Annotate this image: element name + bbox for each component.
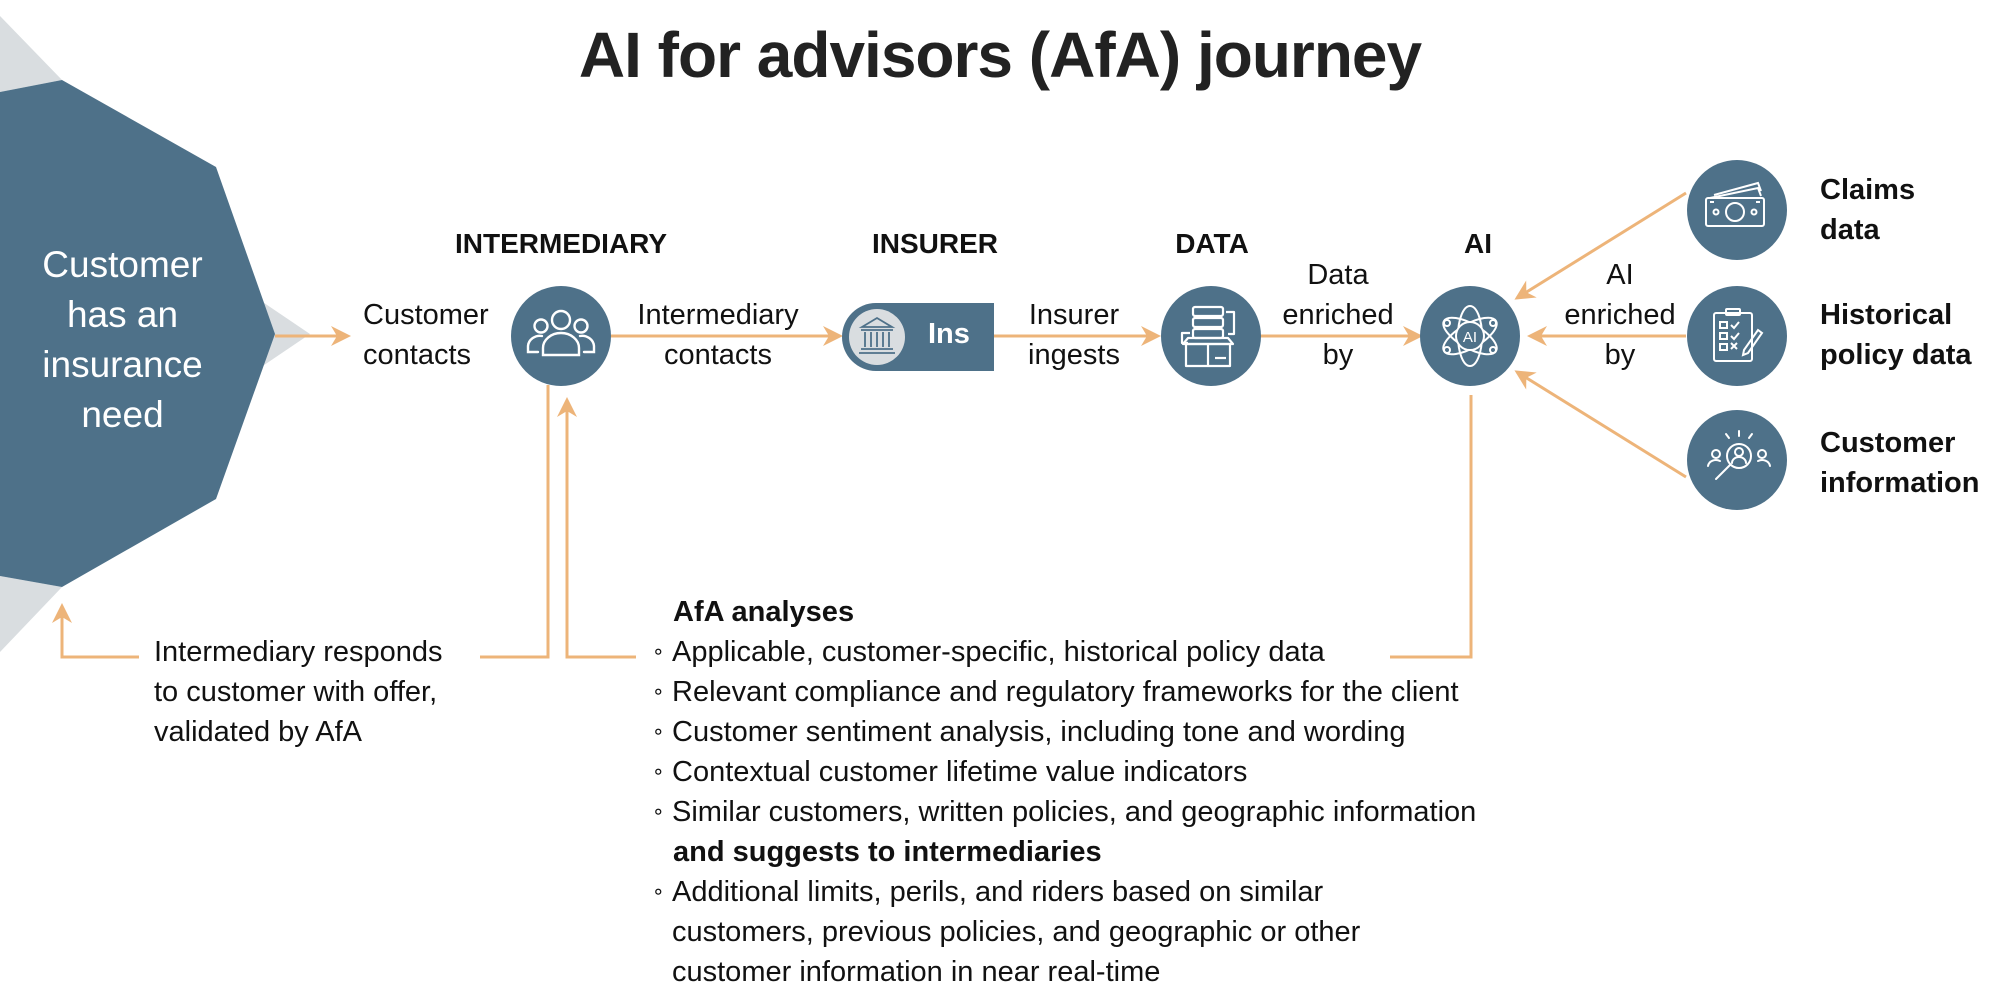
afa-block: AfA analyses ∘ Applicable, customer-speci…	[650, 592, 1476, 992]
source-label-line: Historical	[1820, 299, 1953, 331]
afa-analysis-text: Customer sentiment analysis, including t…	[672, 716, 1406, 748]
arrow-ai-to-afa	[1390, 395, 1473, 659]
afa-suggestion-continuation: customers, previous policies, and geogra…	[672, 916, 1361, 948]
bank-building-icon	[858, 316, 896, 354]
edge-label-line: contacts	[663, 339, 772, 371]
edge-label-line: ingests	[1028, 339, 1120, 371]
server-box-icon	[1180, 305, 1236, 368]
afa-analysis-item: ∘ Relevant compliance and regulatory fram…	[650, 672, 1476, 712]
ai-icon-text: AI	[1463, 329, 1477, 346]
arrow-intermediary-to-response	[480, 385, 550, 659]
page-title: AI for advisors (AfA) journey	[578, 19, 1422, 91]
arrow-custinfo-to-ai	[1514, 370, 1687, 479]
edge-label-line: contacts	[363, 339, 471, 371]
header-data: DATA	[1175, 228, 1249, 259]
insurer-badge-text: Ins	[928, 318, 970, 350]
edge-label-line: enriched	[1282, 299, 1394, 331]
bullet-icon: ∘	[652, 681, 665, 703]
edge-label-line: by	[1604, 339, 1636, 371]
response-line: Intermediary responds	[154, 636, 443, 668]
start-shape	[0, 80, 275, 587]
bullet-icon: ∘	[652, 881, 665, 903]
edge-label-data-enriched-by: Data enriched by	[1282, 255, 1393, 375]
start-shadow-bottom	[0, 576, 62, 652]
response-line: to customer with offer,	[154, 676, 438, 708]
start-shape-label: Customer has an insurance need	[20, 240, 225, 440]
bullet-icon: ∘	[652, 721, 665, 743]
start-line: has an	[66, 294, 179, 335]
arrow-claims-to-ai	[1514, 191, 1687, 300]
source-label-line: Customer	[1820, 427, 1956, 459]
edge-label-line: Data	[1307, 259, 1369, 291]
edge-label-line: by	[1322, 339, 1354, 371]
edge-label-line: enriched	[1564, 299, 1676, 331]
source-label-line: data	[1820, 214, 1880, 246]
claims-node	[1687, 160, 1787, 260]
bullet-icon: ∘	[652, 801, 665, 823]
intermediary-node	[511, 286, 611, 386]
start-shadow-top	[0, 16, 62, 92]
people-group-icon	[526, 309, 596, 357]
arrow-response-to-customer	[52, 603, 139, 659]
response-text: Intermediary responds to customer with o…	[154, 632, 443, 752]
clipboard-checklist-icon	[1713, 308, 1764, 362]
bullet-icon: ∘	[652, 641, 665, 663]
ai-atom-icon	[1442, 305, 1498, 367]
afa-suggestion-continuation: customer information in near real-time	[672, 956, 1161, 988]
edge-label-customer-contacts: Customer contacts	[363, 295, 489, 375]
header-insurer: INSURER	[871, 228, 999, 259]
afa-analysis-item: ∘ Similar customers, written policies, an…	[650, 792, 1476, 832]
source-label-history: Historical policy data	[1820, 295, 1972, 375]
insurer-node	[842, 303, 994, 371]
ai-node: AI	[1420, 286, 1520, 386]
afa-analysis-text: Contextual customer lifetime value indic…	[672, 756, 1248, 788]
afa-analysis-text: Relevant compliance and regulatory frame…	[672, 676, 1459, 708]
source-label-line: information	[1820, 467, 1980, 499]
source-label-line: policy data	[1820, 339, 1972, 371]
customer-search-icon	[1707, 430, 1771, 480]
edge-label-ai-enriched-by: AI enriched by	[1564, 255, 1675, 375]
afa-analysis-item: ∘ Customer sentiment analysis, including …	[650, 712, 1476, 752]
source-label-customer-info: Customer information	[1820, 423, 1980, 503]
data-node	[1161, 286, 1261, 386]
start-line: insurance	[42, 344, 203, 385]
afa-analysis-text: Similar customers, written policies, and…	[672, 796, 1477, 828]
afa-suggestion-text: Additional limits, perils, and riders ba…	[672, 876, 1324, 908]
edge-label-insurer-ingests: Insurer ingests	[1028, 295, 1120, 375]
header-ai: AI	[1464, 228, 1492, 259]
afa-analysis-text: Applicable, customer-specific, historica…	[672, 636, 1325, 668]
arrow-afa-to-intermediary	[557, 397, 636, 659]
start-line: need	[81, 394, 164, 435]
edge-label-line: AI	[1606, 259, 1634, 291]
afa-analysis-item: ∘ Applicable, customer-specific, historic…	[650, 632, 1476, 672]
history-node	[1687, 286, 1787, 386]
money-bills-icon	[1705, 181, 1765, 227]
edge-label-line: Intermediary	[637, 299, 799, 331]
source-label-line: Claims	[1820, 174, 1916, 206]
edge-label-line: Customer	[363, 299, 489, 331]
afa-suggests-heading: and suggests to intermediaries	[673, 836, 1102, 868]
start-line: Customer	[42, 244, 203, 285]
response-line: validated by AfA	[154, 716, 362, 748]
afa-suggestion-item: ∘ Additional limits, perils, and riders b…	[650, 872, 1476, 912]
header-intermediary: INTERMEDIARY	[454, 228, 668, 259]
bullet-icon: ∘	[652, 761, 665, 783]
source-label-claims: Claims data	[1820, 170, 1915, 250]
custinfo-node	[1687, 410, 1787, 510]
edge-label-intermediary-contacts: Intermediary contacts	[637, 295, 798, 375]
afa-analyses-heading: AfA analyses	[673, 596, 855, 628]
edge-label-line: Insurer	[1028, 299, 1120, 331]
afa-analysis-item: ∘ Contextual customer lifetime value indi…	[650, 752, 1476, 792]
